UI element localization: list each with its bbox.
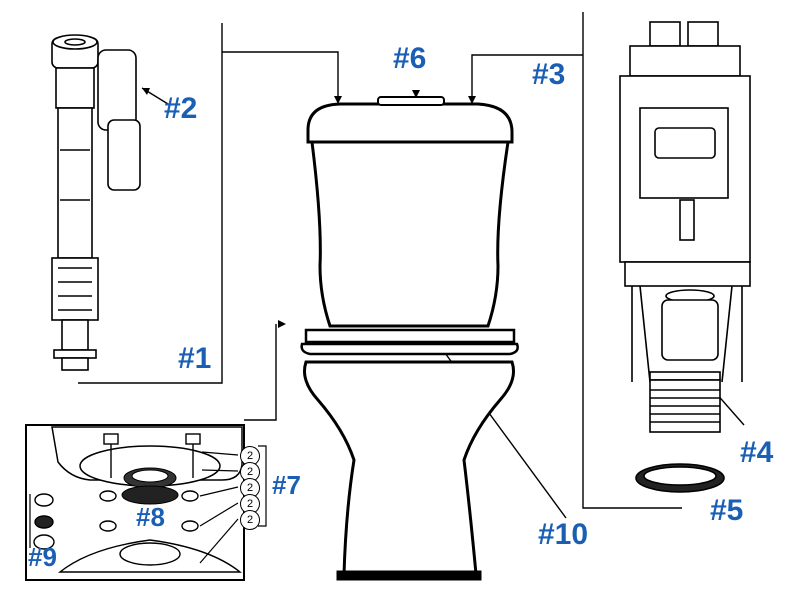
- label-part-8: #8: [136, 502, 165, 532]
- label-part-9: #9: [28, 542, 57, 572]
- flush-valve: [619, 21, 751, 433]
- box-part-1: [78, 23, 223, 384]
- leader-part-3: [471, 54, 583, 98]
- label-part-1: #1: [178, 342, 212, 375]
- label-part-10: #10: [538, 518, 589, 551]
- label-part-2: #2: [164, 92, 198, 125]
- label-part-5: #5: [710, 494, 744, 527]
- qty-badge: 2: [240, 510, 260, 530]
- inset-bolts: [25, 424, 267, 581]
- box-part-3: [582, 12, 682, 509]
- label-part-6: #6: [393, 42, 427, 75]
- label-part-3: #3: [532, 58, 566, 91]
- label-part-7: #7: [272, 470, 301, 500]
- fill-valve: [51, 34, 141, 371]
- seal-ring: [635, 463, 725, 493]
- leader-part-1: [222, 51, 339, 98]
- label-part-4: #4: [740, 436, 774, 469]
- box-part-7: [244, 324, 277, 421]
- toilet: [300, 96, 519, 581]
